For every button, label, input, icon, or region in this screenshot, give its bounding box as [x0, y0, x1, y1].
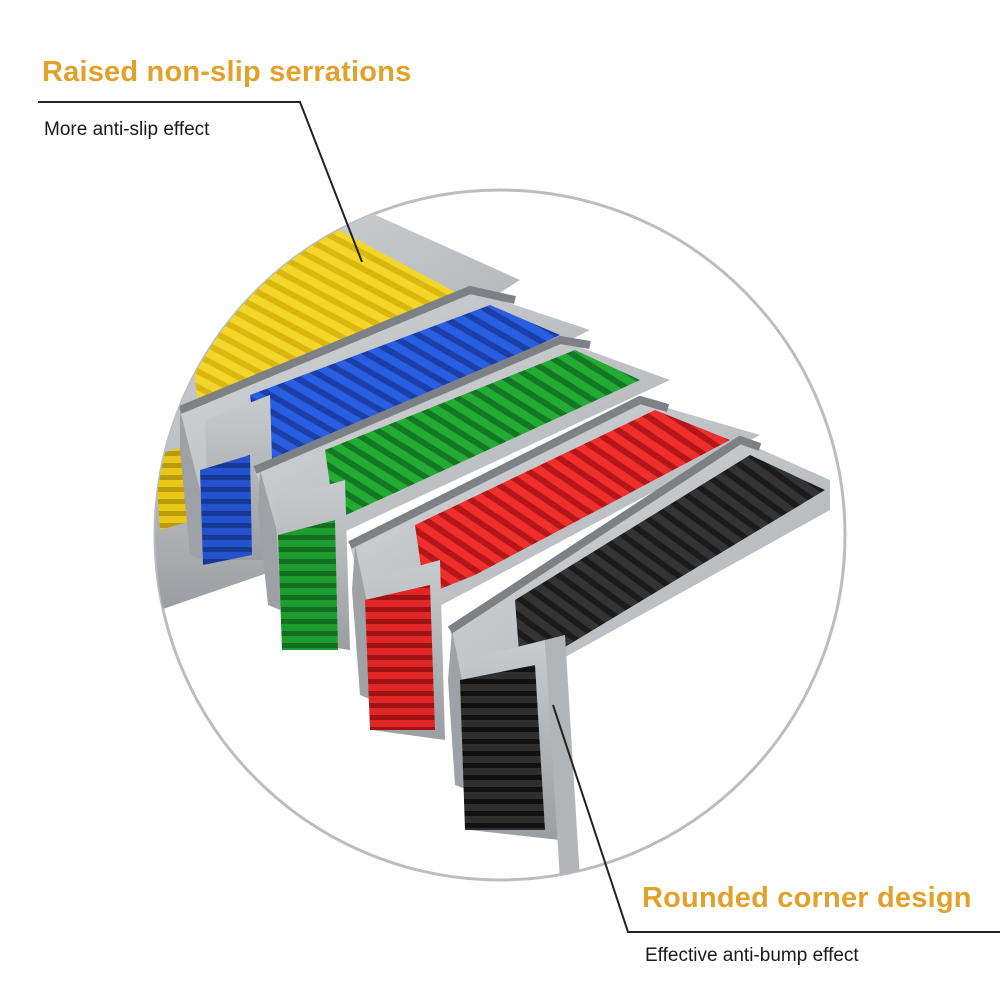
nosing-profiles	[155, 190, 830, 880]
strip-black	[448, 440, 830, 880]
callout-line-top	[38, 101, 363, 263]
callout-top-title: Raised non-slip serrations	[42, 56, 412, 88]
strip-red	[350, 400, 760, 740]
callout-top-subtitle: More anti-slip effect	[44, 119, 210, 140]
callout-bottom-subtitle: Effective anti-bump effect	[645, 945, 859, 966]
callout-bottom-title: Rounded corner design	[642, 882, 972, 914]
strip-green	[255, 340, 670, 650]
callout-line-bottom	[552, 704, 1000, 933]
